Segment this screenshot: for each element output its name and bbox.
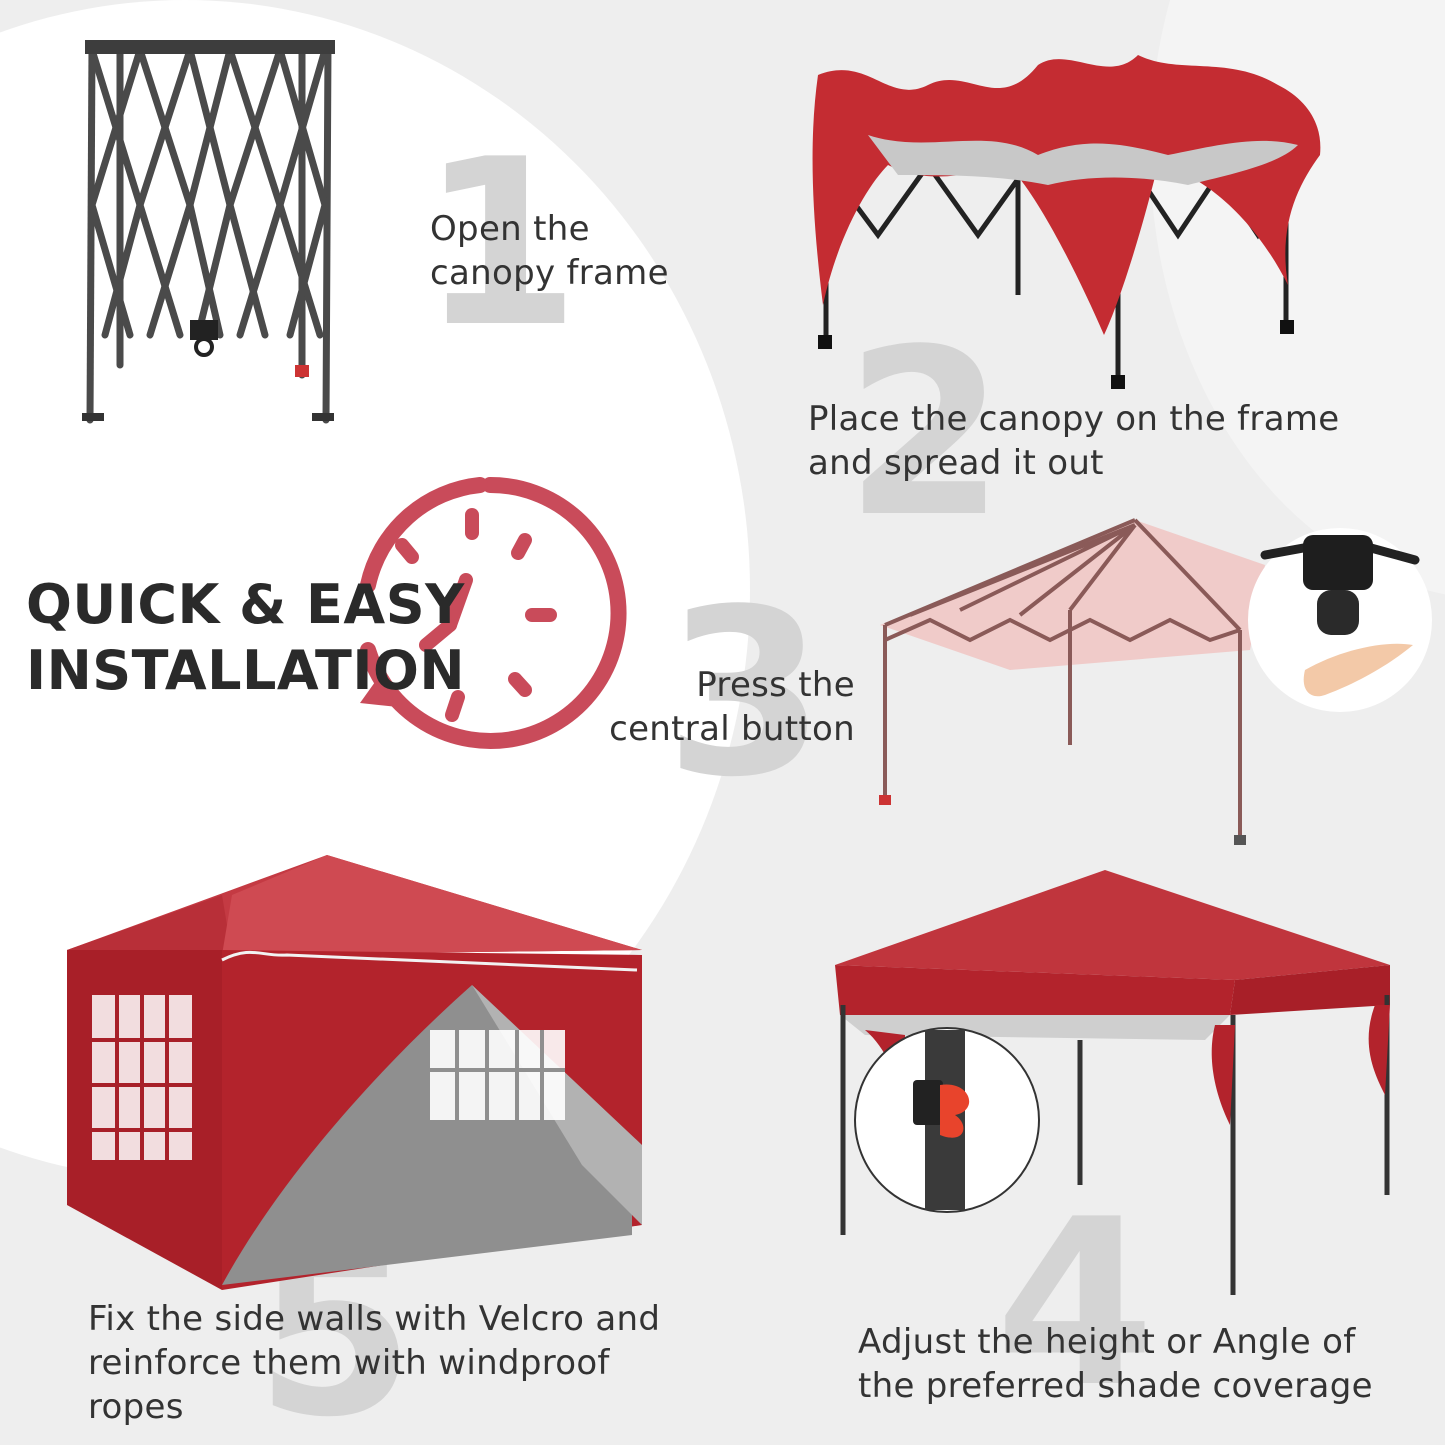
central-button-detail	[1248, 528, 1432, 712]
headline-line-2: INSTALLATION	[26, 639, 466, 702]
step-3-text: Press the central button	[609, 665, 855, 749]
headline: QUICK & EASY INSTALLATION	[26, 572, 465, 704]
tent-with-side-walls-illustration	[67, 855, 642, 1290]
step-number-3: 3	[665, 561, 826, 828]
rotate-arrow-icon	[360, 675, 398, 707]
canopy-on-frame-illustration	[812, 55, 1321, 389]
central-button-frame-illustration	[879, 518, 1265, 845]
clock-icon	[360, 476, 627, 749]
folded-frame-illustration	[82, 40, 335, 424]
step-number-4: 4	[995, 1171, 1156, 1438]
step-2-text: Place the canopy on the frame and spread…	[808, 399, 1340, 483]
step-1-text: Open the canopy frame	[430, 209, 669, 293]
step-number-2: 2	[845, 301, 1006, 568]
step-4-text: Adjust the height or Angle of the prefer…	[858, 1322, 1373, 1406]
step-5-text: Fix the side walls with Velcro and reinf…	[88, 1299, 661, 1427]
headline-line-1: QUICK & EASY	[26, 573, 465, 636]
step-number-1: 1	[420, 111, 581, 378]
open-canopy-tent-illustration	[835, 870, 1390, 1295]
